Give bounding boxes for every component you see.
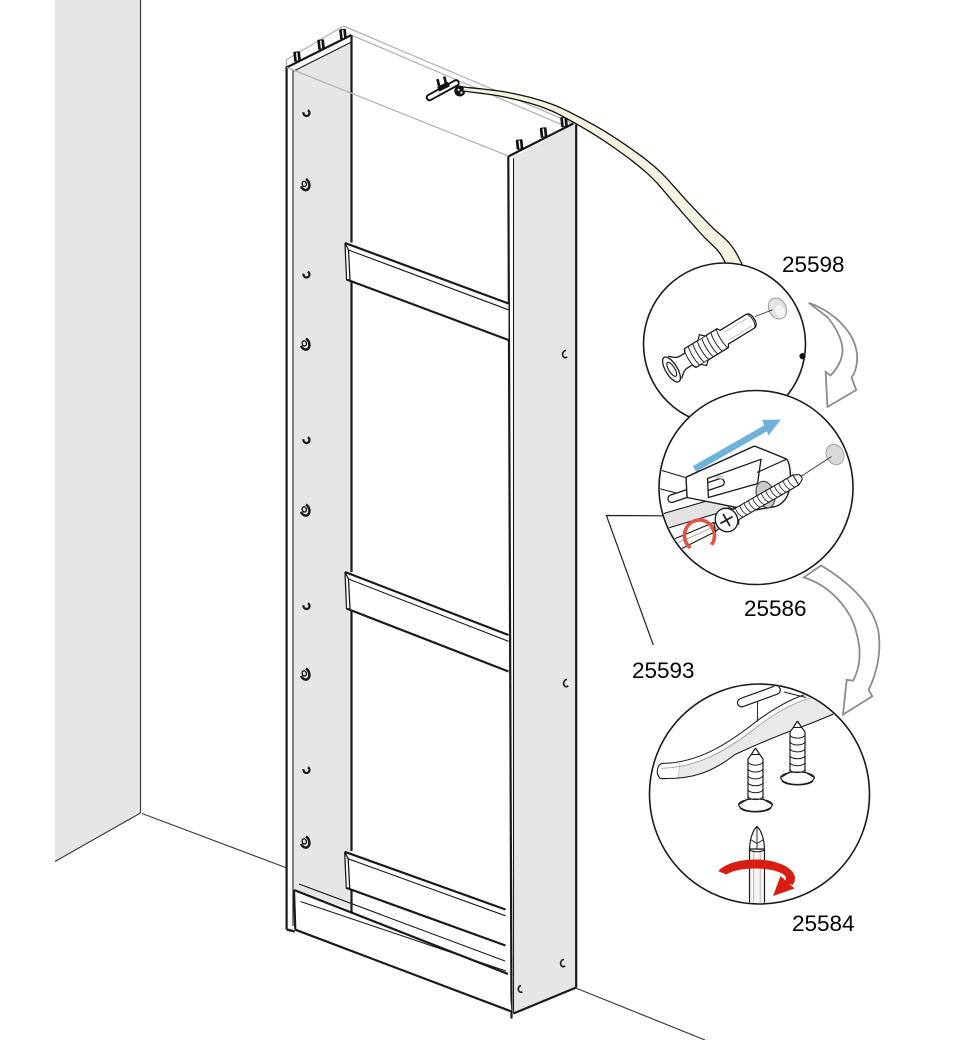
- svg-text:25584: 25584: [792, 911, 855, 936]
- svg-text:25598: 25598: [782, 252, 845, 277]
- svg-text:25593: 25593: [632, 658, 695, 683]
- svg-text:25586: 25586: [744, 596, 807, 621]
